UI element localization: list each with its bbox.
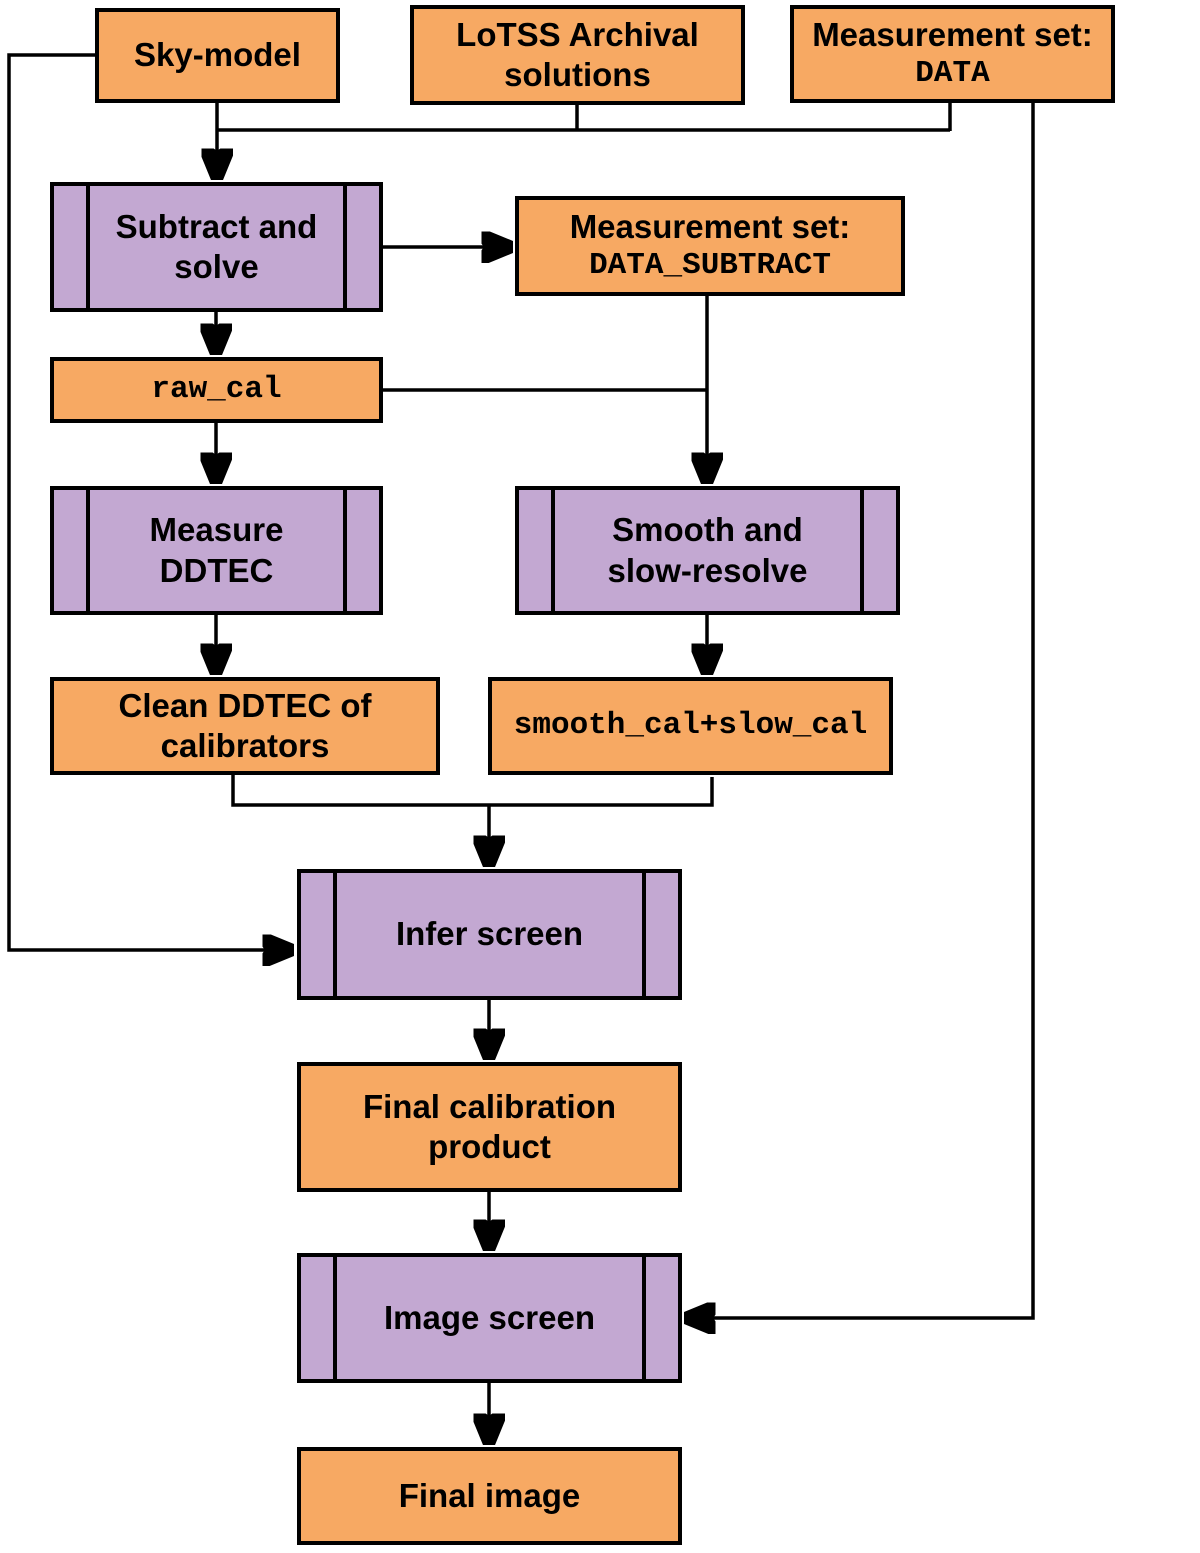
node-label-line: LoTSS Archival: [456, 15, 699, 53]
node-label-line: Clean DDTEC of: [118, 686, 372, 724]
node-label-line: solve: [174, 248, 259, 285]
node-raw-cal: raw_cal: [50, 357, 383, 423]
subroutine-bar-right: [343, 186, 347, 308]
node-label-line: raw_cal: [151, 372, 282, 408]
node-label-line: Final image: [398, 1476, 581, 1514]
subroutine-bar-right: [343, 490, 347, 611]
node-label-line: slow-resolve: [607, 551, 808, 589]
node-infer-screen: Infer screen: [297, 869, 682, 1000]
node-lotss-archival-solutions: LoTSS Archival solutions: [410, 5, 745, 105]
node-label-line: Infer screen: [395, 915, 584, 953]
node-clean-ddtec-of-calibrators: Clean DDTEC of calibrators: [50, 677, 440, 775]
node-label-line: Smooth and: [612, 511, 803, 549]
subroutine-bar-left: [551, 490, 555, 611]
subroutine-bar-right: [642, 1257, 646, 1379]
node-label-line: Measure DDTEC: [149, 511, 284, 589]
node-label-line: solutions: [504, 56, 651, 93]
subroutine-bar-left: [86, 490, 90, 611]
edge-skymodel-to-inferscreen: [7, 53, 291, 950]
subroutine-bar-right: [860, 490, 864, 611]
node-label-line: DATA_SUBTRACT: [589, 248, 831, 284]
node-subtract-and-solve: Subtract and solve: [50, 182, 383, 312]
node-label-line: Final calibration: [362, 1087, 617, 1125]
node-final-image: Final image: [297, 1447, 682, 1545]
subroutine-bar-left: [86, 186, 90, 308]
node-smooth-cal-slow-cal: smooth_cal+slow_cal: [488, 677, 893, 775]
node-label-line: DATA: [915, 56, 990, 92]
node-label-line: smooth_cal+slow_cal: [513, 708, 868, 744]
node-measurement-set-data: Measurement set: DATA: [790, 5, 1115, 103]
node-final-calibration-product: Final calibration product: [297, 1062, 682, 1192]
node-smooth-and-slow-resolve: Smooth and slow-resolve: [515, 486, 900, 615]
node-label-line: Measurement set:: [569, 207, 851, 245]
node-label-line: Subtract and: [115, 207, 318, 245]
node-label-line: calibrators: [160, 727, 330, 764]
subroutine-bar-left: [333, 873, 337, 996]
node-measurement-set-data-subtract: Measurement set: DATA_SUBTRACT: [515, 196, 905, 296]
edge-merge-elbow: [231, 773, 714, 807]
node-image-screen: Image screen: [297, 1253, 682, 1383]
subroutine-bar-left: [333, 1257, 337, 1379]
subroutine-bar-right: [642, 873, 646, 996]
node-label-line: Image screen: [384, 1298, 595, 1336]
node-measure-ddtec: Measure DDTEC: [50, 486, 383, 615]
node-label-line: Sky-model: [134, 36, 301, 74]
node-label-line: product: [428, 1128, 551, 1165]
node-label-line: Measurement set:: [812, 15, 1093, 53]
node-sky-model: Sky-model: [95, 8, 340, 103]
edge-msdata-to-imagescreen: [687, 103, 1035, 1318]
